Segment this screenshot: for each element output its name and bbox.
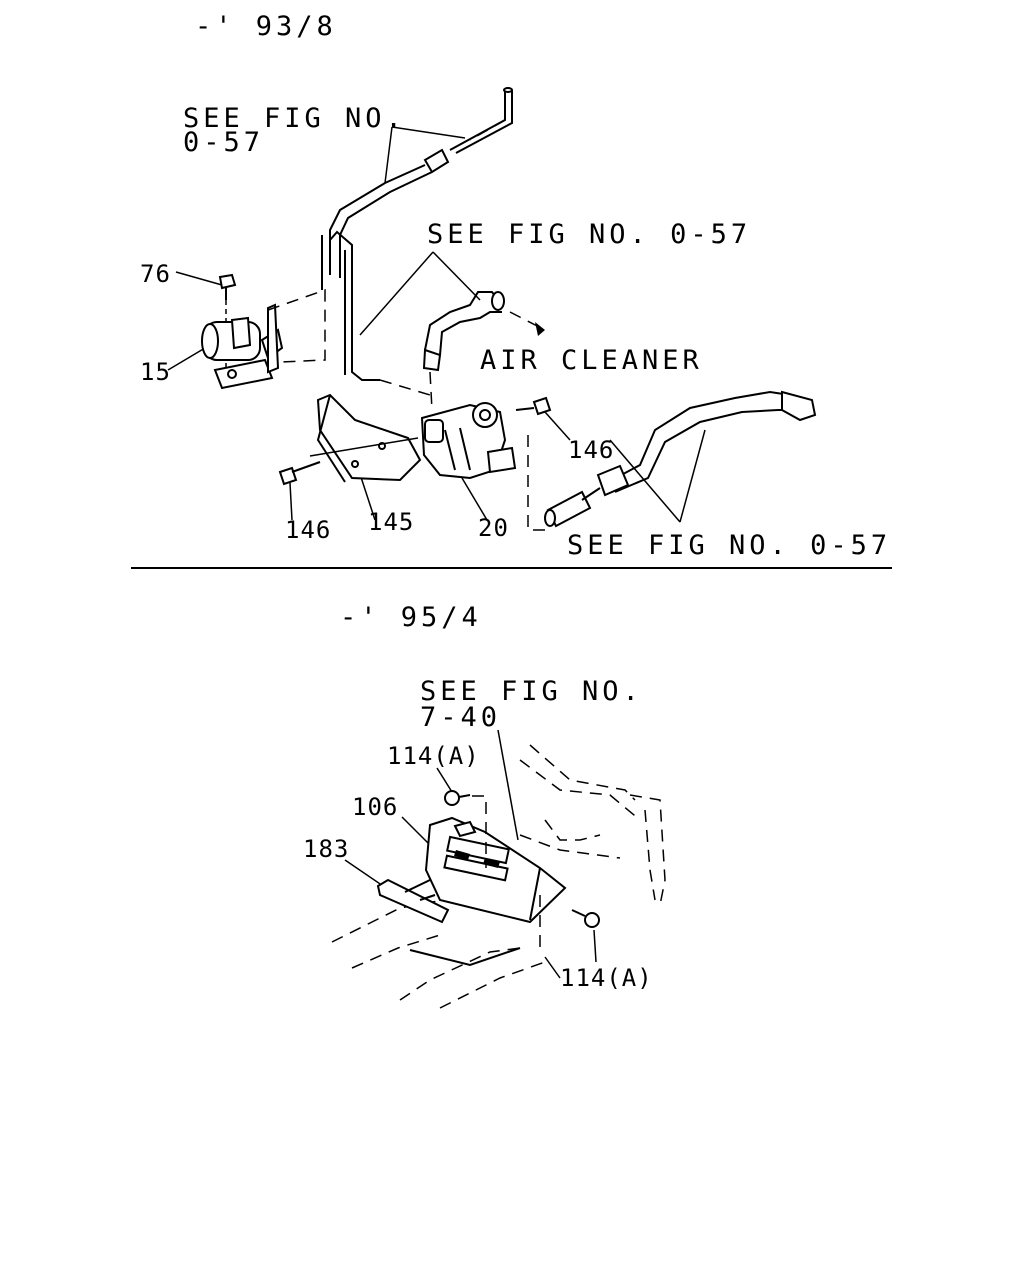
- callout-106: 106: [352, 793, 398, 821]
- callout-146-right: 146: [568, 436, 614, 464]
- air-cleaner-hose: [422, 291, 546, 411]
- vacuum-hose-upper: [321, 87, 513, 396]
- section-title-1: -' 93/8: [195, 11, 337, 42]
- ref-see-fig-bottom: SEE FIG NO. 0-57: [567, 530, 891, 561]
- callout-15: 15: [140, 358, 171, 386]
- callout-145: 145: [368, 508, 414, 536]
- panel-106: [424, 816, 567, 924]
- screw-114a-bottom: [539, 895, 600, 952]
- bracket-145: [309, 393, 422, 483]
- callout-20: 20: [478, 514, 509, 542]
- leader-lines-section-1: [167, 126, 706, 523]
- callout-183: 183: [303, 835, 349, 863]
- ref-air-cleaner: AIR CLEANER: [480, 345, 703, 376]
- dashboard-outline: [331, 744, 666, 1009]
- bolt-146-left: [278, 461, 321, 486]
- ref-see-fig-7-40-line2: 7-40: [420, 702, 501, 733]
- callout-76: 76: [140, 260, 171, 288]
- ref-see-fig-7-40-line1: SEE FIG NO.: [420, 676, 643, 707]
- callout-114a-top: 114(A): [387, 742, 480, 770]
- trim-183: [376, 878, 450, 924]
- purge-hose-right: [527, 390, 817, 531]
- ref-see-fig-top-line2: 0-57: [183, 127, 264, 158]
- control-valve-20: [420, 402, 517, 480]
- bolt-146-right: [515, 396, 552, 416]
- screw-114a-top: [444, 790, 487, 868]
- callout-146-left: 146: [285, 516, 331, 544]
- callout-114a-bottom: 114(A): [560, 964, 653, 992]
- ref-see-fig-middle: SEE FIG NO. 0-57: [427, 219, 751, 250]
- ref-see-fig-top-line1: SEE FIG NO.: [183, 103, 406, 134]
- solenoid-valve-15: [201, 288, 326, 390]
- section-title-2: -' 95/4: [340, 602, 482, 633]
